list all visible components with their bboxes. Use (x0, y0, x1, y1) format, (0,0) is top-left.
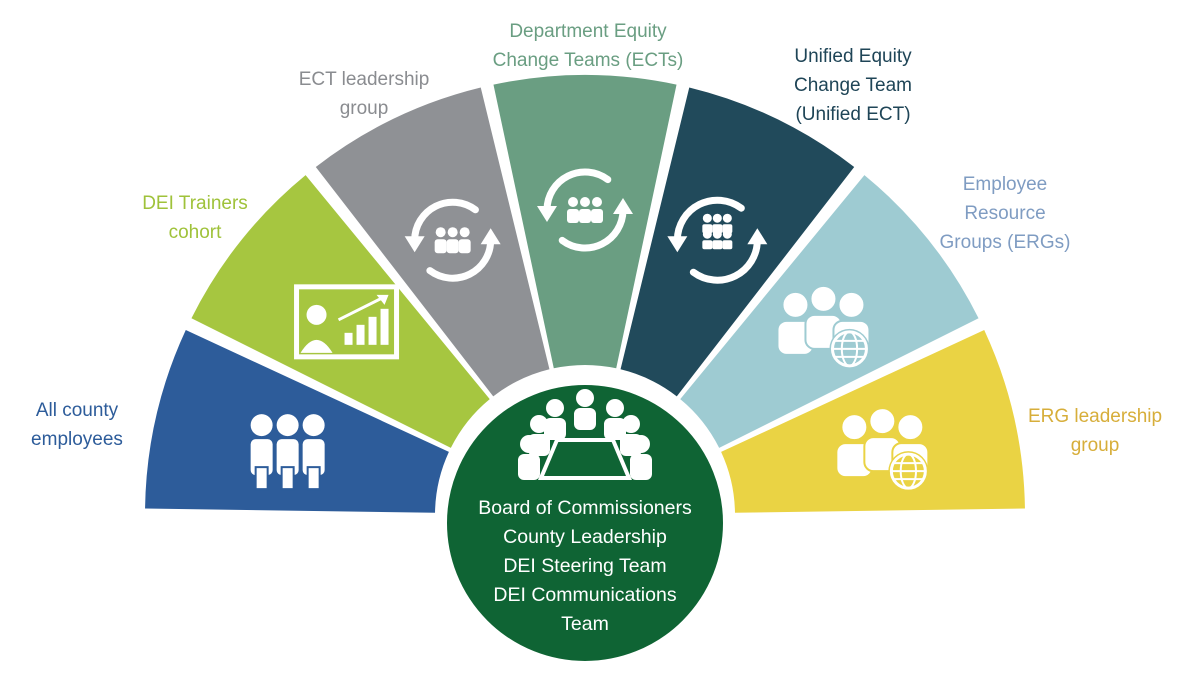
center-circle (443, 381, 727, 665)
label-line: Groups (ERGs) (939, 232, 1071, 253)
conference-table-icon (518, 389, 652, 480)
label-line: All county (35, 400, 119, 421)
label-line: cohort (168, 222, 222, 243)
label-line: ECT leadership (298, 69, 430, 90)
label-employee-resource-groups: Employee Resource Groups (ERGs) (925, 170, 1085, 257)
center-label: Board of Commissioners County Leadership… (455, 494, 715, 639)
label-line: employees (31, 429, 123, 450)
people-globe-icon (776, 284, 871, 369)
three-people-icon (248, 414, 327, 491)
team-cycle-icon (404, 198, 501, 282)
label-line: Change Team (794, 75, 912, 96)
label-line: DEI Trainers (142, 193, 248, 214)
people-globe-icon (835, 407, 930, 492)
center-line: DEI Steering Team (503, 555, 667, 577)
label-unified-equity-change-team: Unified Equity Change Team (Unified ECT) (768, 42, 938, 129)
segment-dei-trainers-cohort (191, 175, 490, 448)
label-line: Department Equity (509, 21, 667, 42)
label-line: group (1070, 435, 1120, 456)
label-department-equity-change-teams: Department Equity Change Teams (ECTs) (478, 17, 698, 75)
label-erg-leadership-group: ERG leadership group (1012, 402, 1178, 460)
label-dei-trainers-cohort: DEI Trainers cohort (128, 189, 262, 247)
label-all-county-employees: All county employees (18, 396, 136, 454)
label-line: Employee (962, 174, 1048, 195)
center-line: Team (561, 613, 609, 635)
center-line: County Leadership (503, 526, 667, 548)
center-line: DEI Communications (493, 584, 677, 606)
segment-unified-equity-change-team (620, 87, 855, 397)
label-ect-leadership-group: ECT leadership group (284, 65, 444, 123)
presentation-board-icon (294, 284, 400, 360)
label-line: Unified Equity (794, 46, 912, 67)
label-line: Resource (964, 203, 1046, 224)
label-line: group (339, 98, 389, 119)
two-teams-cycle-icon (667, 196, 768, 284)
segment-ect-leadership-group (315, 87, 550, 397)
label-line: Change Teams (ECTs) (492, 50, 684, 71)
team-cycle-icon (537, 168, 633, 252)
center-line: Board of Commissioners (478, 497, 692, 519)
label-line: (Unified ECT) (795, 104, 911, 125)
label-line: ERG leadership (1027, 406, 1163, 427)
